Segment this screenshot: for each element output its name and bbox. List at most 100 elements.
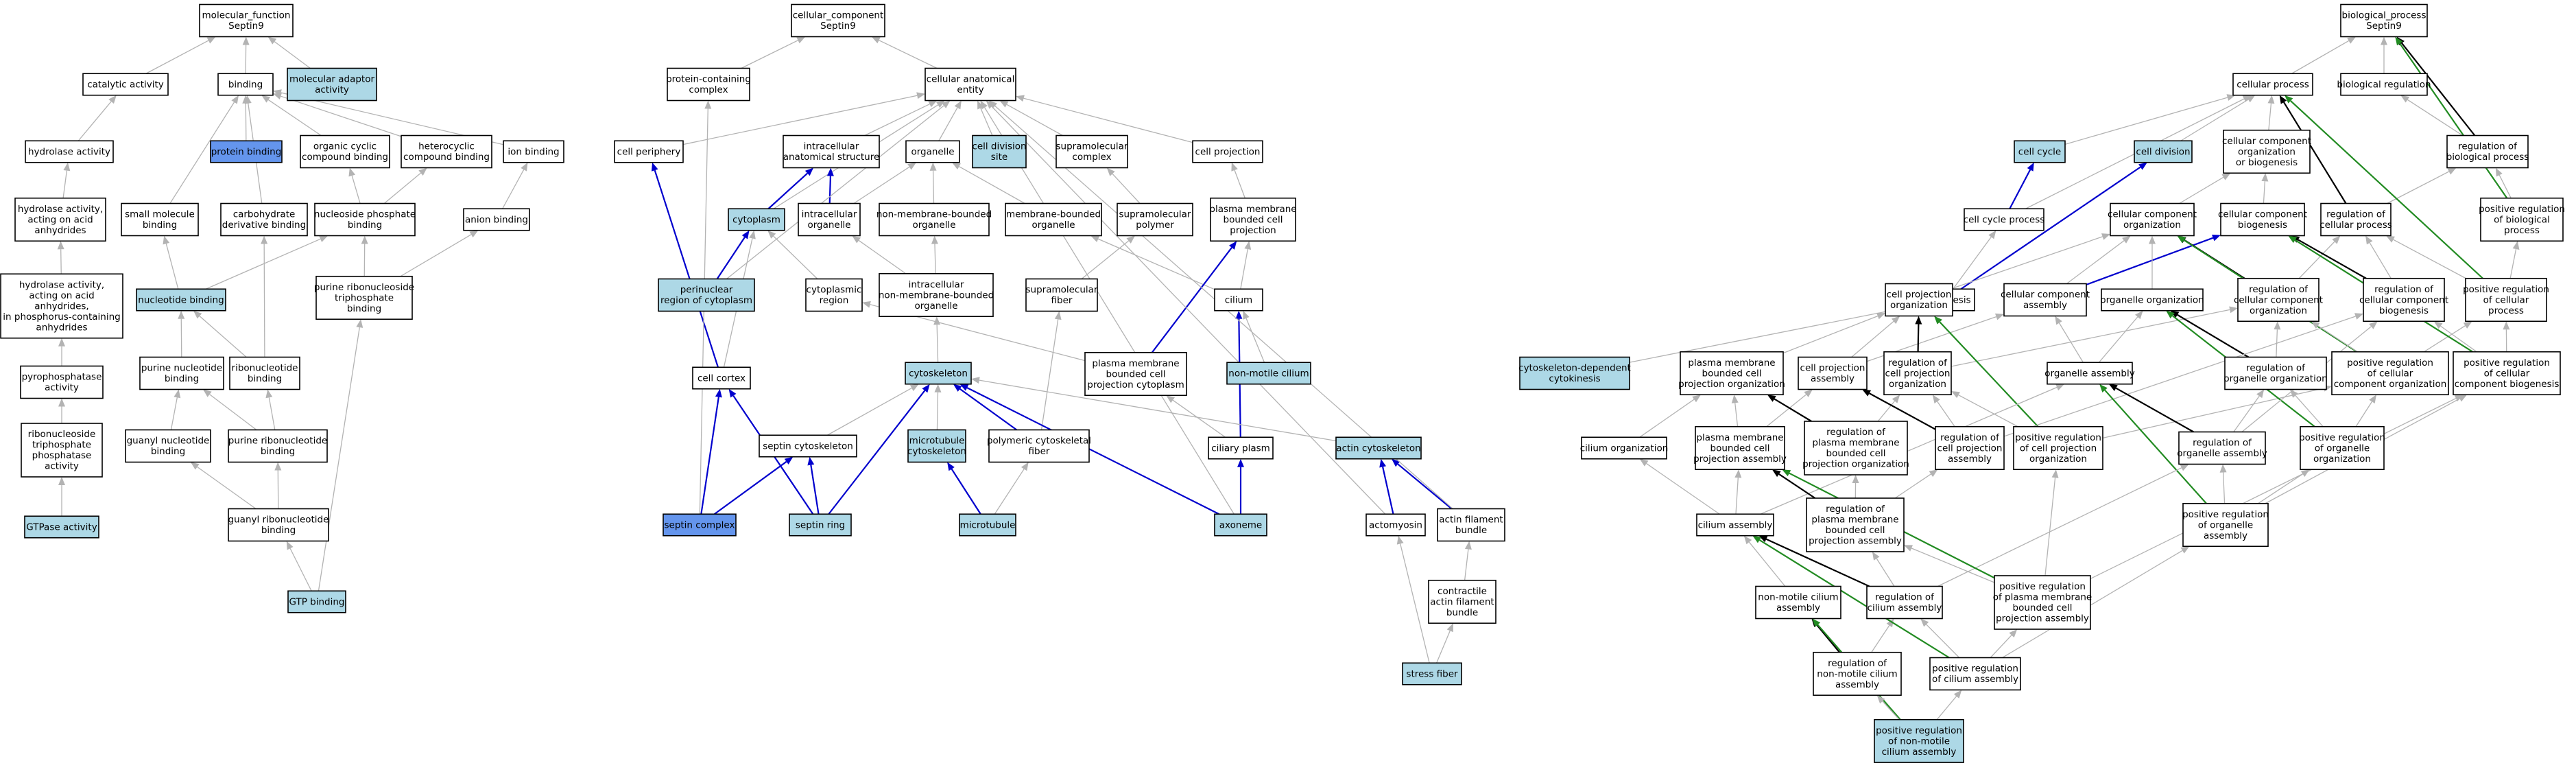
edge-line	[2268, 103, 2272, 130]
edge-arrowhead	[1235, 310, 1243, 319]
go-term-node-ribonucleoside-tpase: ribonucleosidetriphosphatephosphataseact…	[21, 423, 103, 478]
node-label-line: region of cytoplasm	[660, 295, 752, 306]
edge-line	[165, 243, 179, 290]
node-label-line: of cellular	[2368, 368, 2413, 379]
edge-is-a	[2509, 241, 2520, 279]
node-label-line: membrane-bounded	[1006, 209, 1101, 220]
node-label-line: cellular component	[2001, 290, 2090, 301]
edge-positively-regulates	[2395, 36, 2508, 199]
edge-positively-regulates	[1934, 316, 2039, 427]
node-box	[1806, 497, 1905, 552]
node-label-line: cytokinesis	[1549, 373, 1600, 384]
node-label-line: assembly	[1948, 454, 1992, 465]
node-label-line: cytoskeleton	[909, 368, 968, 379]
node-box	[2220, 202, 2305, 237]
node-label-line: cell projection	[1800, 363, 1865, 374]
edge-is-a	[383, 167, 427, 204]
edge-part-of	[828, 384, 930, 515]
node-label-line: anhydrides	[34, 225, 86, 236]
node-label-line: regulation of	[2458, 141, 2518, 152]
edge-arrowhead	[1920, 618, 1929, 627]
node-label-line: bounded cell	[1702, 368, 1762, 379]
node-label-line: regulation of	[2374, 284, 2434, 295]
edge-arrowhead	[2138, 162, 2147, 170]
node-label-line: binding	[228, 79, 263, 90]
edge-arrowhead	[767, 230, 776, 239]
edge-arrowhead	[2108, 384, 2118, 392]
edge-arrowhead	[1379, 458, 1387, 468]
edge-line	[1382, 467, 1394, 515]
node-label-line: cilium organization	[1580, 443, 1669, 454]
edge-is-a	[1231, 162, 1245, 198]
edge-is-a	[274, 462, 282, 509]
edge-arrowhead	[1812, 618, 1821, 627]
edge-line	[716, 237, 746, 280]
node-label-line: of non-motile	[1888, 736, 1950, 747]
edge-is-a	[1851, 316, 1900, 357]
edge-is-a	[1782, 312, 1885, 354]
edge-line	[1911, 548, 1995, 583]
edge-line	[2387, 171, 2450, 204]
node-label-line: carbohydrate	[233, 209, 296, 220]
node-label-line: cellular component	[2234, 294, 2323, 305]
node-label-line: positive regulation	[2182, 509, 2269, 520]
node-label-line: component organization	[2334, 379, 2447, 390]
edge-line	[767, 172, 808, 210]
edge-arrowhead	[108, 95, 117, 104]
edge-is-a	[169, 95, 239, 204]
edge-arrowhead	[2288, 235, 2298, 244]
node-box	[1929, 657, 2021, 691]
node-box	[972, 134, 1027, 169]
edge-arrowhead	[954, 100, 962, 110]
node-label-line: microtubule	[909, 436, 965, 447]
go-term-node-organelle: organelle	[905, 140, 960, 163]
node-label-line: organization	[2313, 454, 2371, 465]
edge-part-of	[700, 388, 722, 515]
node-box	[1695, 425, 1785, 471]
edge-arrowhead	[871, 36, 881, 44]
edge-line	[1960, 166, 2141, 290]
node-label-line: cytoskeleton	[907, 446, 966, 457]
edge-is-a	[1932, 395, 1955, 427]
edge-arrowhead	[933, 316, 941, 325]
node-box	[789, 513, 852, 537]
edge-is-a	[145, 36, 216, 74]
edge-arrowhead	[1904, 545, 1913, 552]
edge-arrowhead	[807, 456, 815, 466]
node-box	[1874, 718, 1964, 763]
edge-line	[1877, 401, 1896, 422]
edge-arrowhead	[907, 162, 916, 170]
edge-line	[1081, 240, 1130, 280]
edge-line	[2222, 472, 2226, 504]
node-box	[658, 278, 755, 312]
node-label-line: activity	[315, 84, 349, 95]
node-box	[503, 140, 564, 163]
edge-is-a	[1951, 391, 2018, 427]
edge-arrowhead	[804, 167, 814, 176]
node-box	[1798, 356, 1868, 390]
edge-arrowhead	[2101, 233, 2110, 240]
edge-arrowhead	[1229, 241, 1237, 250]
edge-line	[2233, 395, 2260, 432]
edge-is-a	[999, 100, 1063, 137]
edge-line	[2407, 99, 2464, 137]
node-label-line: actomyosin	[1369, 519, 1422, 530]
edge-arrowhead	[231, 95, 239, 104]
edge-is-a	[1871, 618, 1894, 653]
go-term-node-organelle-assembly: organelle assembly	[2044, 362, 2135, 385]
go-term-node-cell-division: cell division	[2134, 140, 2193, 163]
edge-is-a	[170, 389, 181, 430]
edge-is-a	[1876, 695, 1900, 720]
edge-arrowhead	[916, 92, 925, 99]
edge-arrowhead	[2149, 235, 2156, 244]
edge-arrowhead	[1862, 389, 1872, 397]
node-box	[925, 67, 1016, 102]
node-box	[2003, 283, 2087, 317]
node-box	[798, 202, 861, 237]
